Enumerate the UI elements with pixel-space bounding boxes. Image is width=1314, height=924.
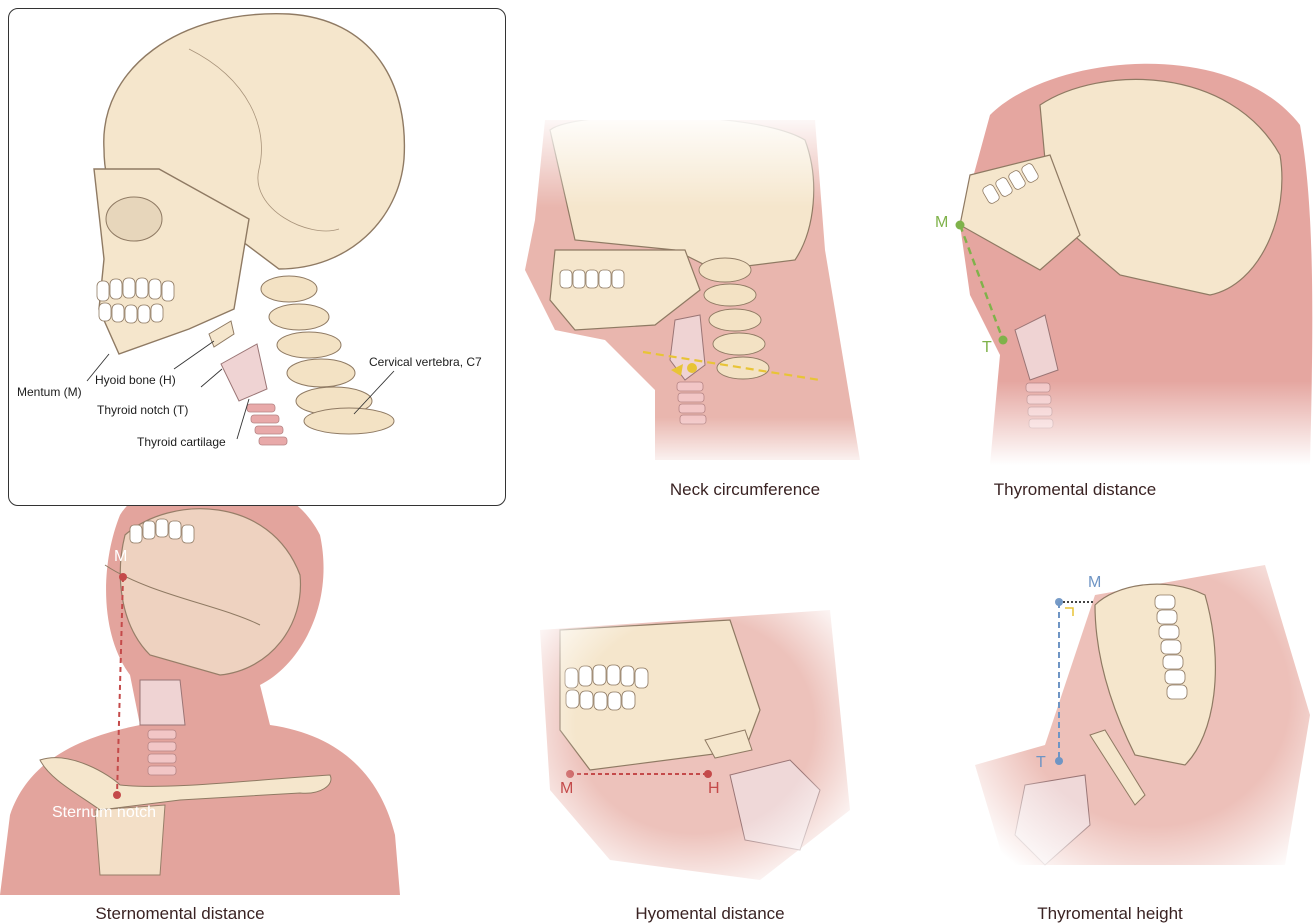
- thyromental-distance-illustration: [930, 45, 1314, 465]
- thyromental-point-m: M: [935, 214, 948, 232]
- sternum-notch-label: Sternum notch: [52, 804, 156, 822]
- anatomy-inset-panel: Mentum (M) Hyoid bone (H) Thyroid notch …: [8, 8, 506, 506]
- hyomental-distance-caption: Hyomental distance: [600, 904, 820, 924]
- hyomental-distance-illustration: [530, 590, 860, 890]
- neck-circumference-caption: Neck circumference: [640, 480, 850, 500]
- neck-circumference-illustration: [515, 120, 865, 470]
- thyromental-distance-caption: Thyromental distance: [965, 480, 1185, 500]
- thyromental-point-t: T: [982, 339, 992, 357]
- thyroid-notch-label: Thyroid notch (T): [97, 403, 188, 417]
- skull-anatomy-illustration: [9, 9, 505, 505]
- thyromental-height-point-t: T: [1036, 754, 1046, 772]
- thyromental-height-illustration: [965, 565, 1310, 895]
- hyoid-bone-label: Hyoid bone (H): [95, 373, 176, 387]
- thyromental-height-caption: Thyromental height: [1000, 904, 1220, 924]
- cervical-vertebra-label: Cervical vertebra, C7: [369, 355, 482, 369]
- thyromental-height-point-m: M: [1088, 574, 1101, 592]
- hyomental-point-m: M: [560, 780, 573, 798]
- thyroid-cartilage-label: Thyroid cartilage: [137, 435, 226, 449]
- hyomental-point-h: H: [708, 780, 720, 798]
- sternomental-distance-illustration: [0, 455, 400, 895]
- mentum-label: Mentum (M): [17, 385, 82, 399]
- sternomental-point-m: M: [114, 548, 127, 566]
- sternomental-distance-caption: Sternomental distance: [70, 904, 290, 924]
